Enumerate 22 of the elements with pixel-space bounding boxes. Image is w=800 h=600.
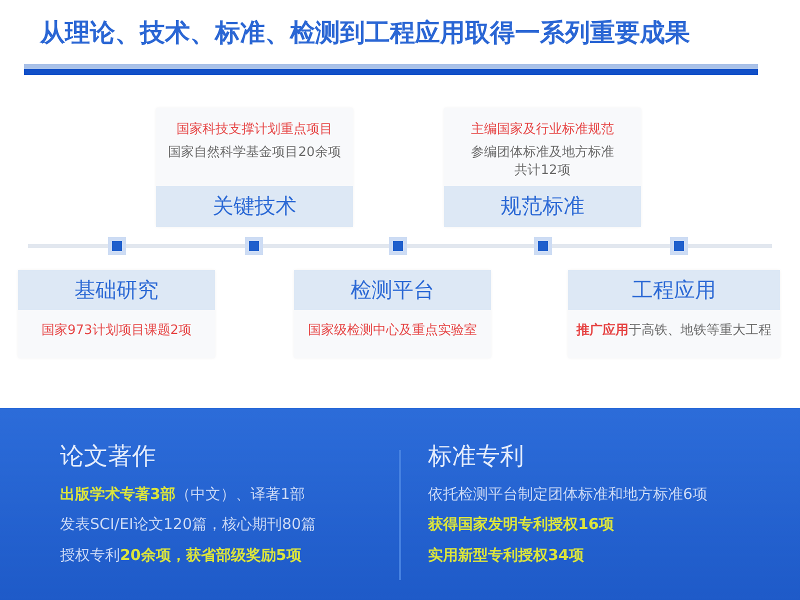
card-heading: 关键技术 [156, 186, 353, 227]
result-text: 授权专利20余项，获省部级奖励5项 [60, 545, 302, 565]
result-text: 发表SCI/EI论文120篇，核心期刊80篇 [60, 514, 316, 534]
card-heading: 检测平台 [294, 270, 491, 310]
section-heading: 论文著作 [60, 441, 156, 471]
detail-text: 国家自然科学基金项目20余项 [168, 144, 341, 162]
achievement-text: 国家973计划项目课题2项 [41, 322, 192, 340]
achievement-text: 主编国家及行业标准规范 [471, 121, 614, 139]
achievement-text: 国家科技支撑计划重点项目 [176, 121, 332, 139]
results-panel [0, 408, 800, 600]
achievement-text: 国家级检测中心及重点实验室 [308, 322, 477, 340]
card-heading: 规范标准 [444, 186, 641, 227]
card-heading: 基础研究 [18, 270, 215, 310]
section-heading: 标准专利 [428, 441, 524, 471]
title: 从理论、技术、标准、检测到工程应用取得一系列重要成果 [40, 17, 690, 49]
result-text: 实用新型专利授权34项 [428, 545, 584, 565]
detail-text: 参编团体标准及地方标准共计12项 [470, 144, 615, 180]
detail-text: 推广应用于高铁、地铁等重大工程 [576, 322, 772, 340]
result-text: 依托检测平台制定团体标准和地方标准6项 [428, 484, 708, 504]
result-text: 出版学术专著3部（中文）、译著1部 [60, 484, 305, 504]
card-heading: 工程应用 [568, 270, 780, 310]
result-text: 获得国家发明专利授权16项 [428, 514, 614, 534]
